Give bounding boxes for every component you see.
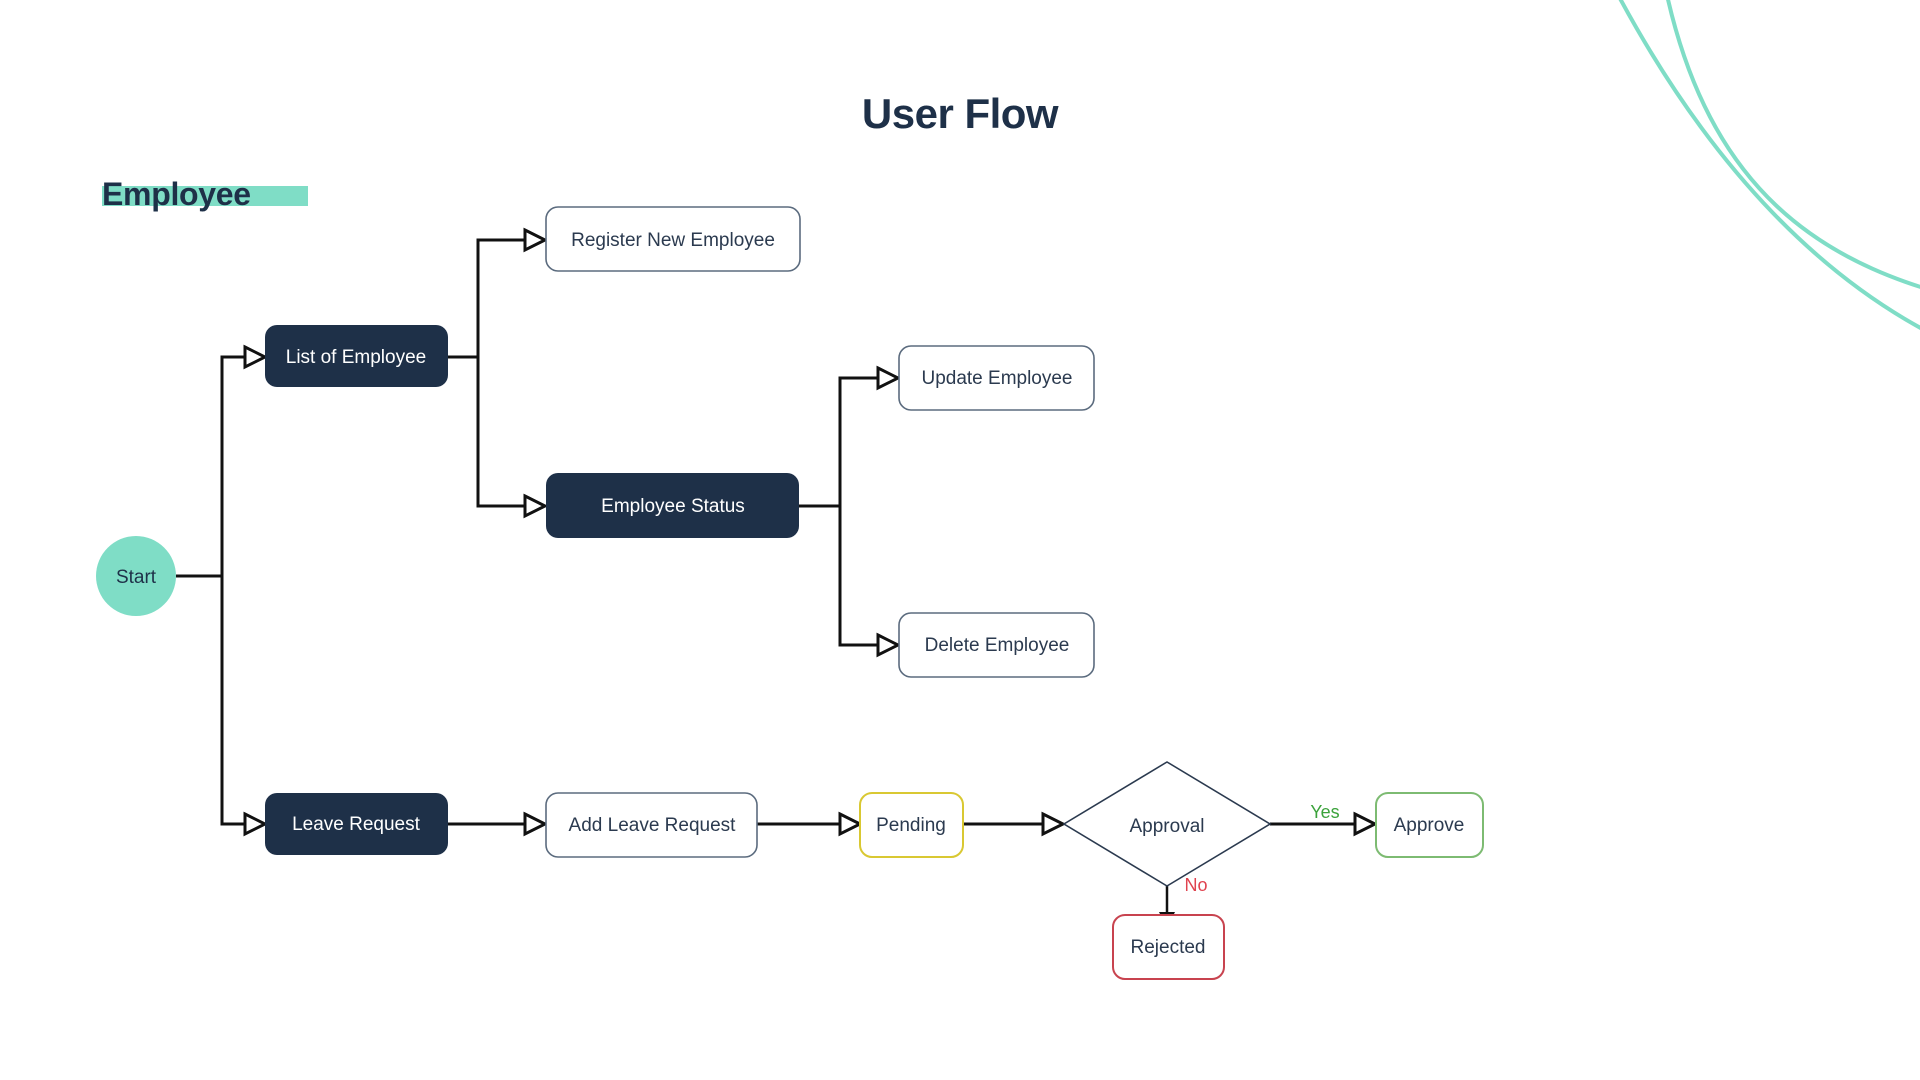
node-list-of-employee-shape — [265, 325, 448, 387]
node-employee-status-shape — [546, 473, 799, 538]
node-rejected-label: Rejected — [1131, 937, 1206, 958]
arrowhead-register — [523, 227, 549, 253]
edge-status-to-update — [838, 376, 878, 506]
arrowhead-update-employee — [876, 365, 902, 391]
node-add-leave-request-shape — [545, 792, 758, 858]
node-approval-label: Approval — [1130, 816, 1205, 837]
page-title: User Flow — [862, 90, 1059, 137]
node-pending-shape — [859, 792, 964, 858]
arrowhead-approval — [1041, 811, 1067, 837]
decorative-arc-2 — [1666, 0, 1920, 289]
arrowhead-add-leave — [523, 811, 549, 837]
edge-label-no: No — [1184, 875, 1207, 895]
edge-status-to-delete — [838, 506, 878, 647]
node-pending-label: Pending — [876, 815, 946, 836]
node-register-new-employee-shape — [545, 206, 801, 272]
node-rejected-shape — [1112, 914, 1225, 980]
node-start[interactable]: Start — [96, 536, 176, 616]
arrowhead-leave-request — [243, 811, 269, 837]
node-list-of-employee[interactable]: List of Employee — [265, 325, 448, 387]
arrowhead-approve — [1353, 811, 1379, 837]
flow-connectors — [176, 227, 1379, 928]
node-employee-status-label: Employee Status — [601, 496, 745, 517]
edge-list-to-employee-status — [476, 357, 525, 508]
node-leave-request[interactable]: Leave Request — [265, 793, 448, 855]
edge-start-to-leave-request — [220, 576, 245, 826]
section-heading-label: Employee — [102, 176, 251, 212]
node-leave-request-shape — [265, 793, 448, 855]
arrowhead-employee-status — [523, 493, 549, 519]
node-approval-shape — [1062, 761, 1272, 887]
node-start-shape — [96, 536, 176, 616]
edge-list-to-register — [476, 238, 525, 357]
node-rejected[interactable]: Rejected — [1112, 914, 1225, 980]
node-update-employee-label: Update Employee — [921, 368, 1072, 389]
node-approve-label: Approve — [1394, 815, 1465, 836]
node-employee-status[interactable]: Employee Status — [546, 473, 799, 538]
decorative-arcs — [1618, 0, 1920, 330]
node-delete-employee-shape — [898, 612, 1095, 678]
node-register-new-employee-label: Register New Employee — [571, 230, 775, 251]
node-add-leave-request-label: Add Leave Request — [569, 815, 737, 836]
node-leave-request-label: Leave Request — [292, 814, 421, 835]
arrowhead-pending — [838, 811, 864, 837]
node-pending[interactable]: Pending — [859, 792, 964, 858]
node-delete-employee-label: Delete Employee — [925, 635, 1070, 656]
node-update-employee-shape — [898, 345, 1095, 411]
node-approval[interactable]: Approval — [1062, 761, 1272, 887]
node-list-of-employee-label: List of Employee — [286, 347, 426, 368]
node-start-label: Start — [116, 567, 157, 588]
node-delete-employee[interactable]: Delete Employee — [898, 612, 1095, 678]
arrowhead-delete-employee — [876, 632, 902, 658]
arrowhead-list-employee — [243, 344, 269, 370]
node-approve[interactable]: Approve — [1375, 792, 1484, 858]
edge-start-to-list-employee — [220, 355, 245, 576]
section-heading-highlight — [102, 186, 308, 206]
node-add-leave-request[interactable]: Add Leave Request — [545, 792, 758, 858]
node-approve-shape — [1375, 792, 1484, 858]
section-heading: Employee — [102, 176, 308, 212]
decorative-arc-1 — [1618, 0, 1920, 330]
node-update-employee[interactable]: Update Employee — [898, 345, 1095, 411]
node-register-new-employee[interactable]: Register New Employee — [545, 206, 801, 272]
edge-label-yes: Yes — [1310, 802, 1339, 822]
